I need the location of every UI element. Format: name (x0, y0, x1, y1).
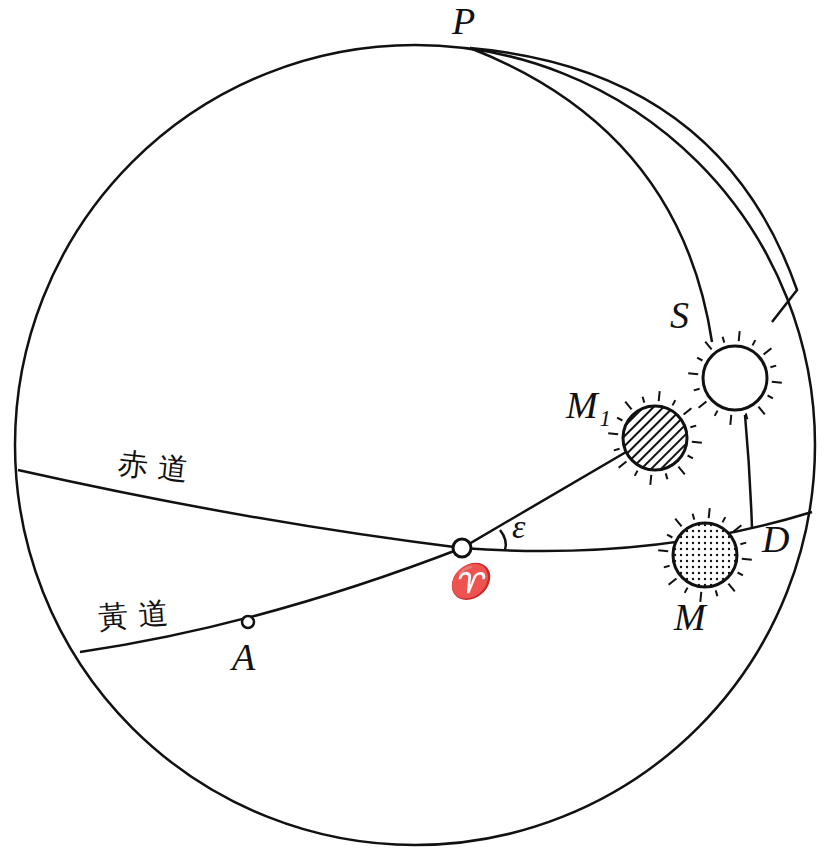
sun-label: S (670, 296, 689, 334)
sun-ray (716, 590, 718, 596)
sun-ray (617, 418, 622, 421)
sun-ray (684, 408, 692, 414)
sun-ray (678, 467, 684, 475)
sun-ray (705, 342, 711, 350)
sun-ray (758, 407, 764, 415)
sun-ray (738, 573, 743, 576)
sun-ray (673, 400, 676, 405)
sun-ray (768, 396, 773, 399)
sun-ray (723, 517, 726, 522)
sun-ray (772, 382, 782, 383)
sun-ray (608, 433, 618, 434)
point-d-label: D (762, 520, 789, 558)
sun-ray (753, 340, 756, 345)
point-a-label: A (232, 638, 255, 676)
sun-ray (688, 373, 698, 374)
sun-ray (728, 584, 734, 592)
pole-label: P (452, 2, 475, 40)
sun-ray (659, 391, 660, 401)
sun-ray (730, 415, 731, 425)
sun-ray (699, 401, 707, 407)
sun-ray (742, 559, 752, 560)
sun-ray (692, 442, 702, 443)
angle-arc (500, 530, 506, 550)
sun-ray (625, 402, 631, 410)
sun-ray (669, 578, 677, 584)
sun-ray (685, 588, 688, 593)
hour-circle-sun (470, 48, 712, 342)
sun-ray (734, 525, 742, 531)
sun-ray (715, 411, 718, 416)
ecliptic-line (80, 438, 650, 652)
sun-ray (666, 473, 668, 479)
hour-circle-right (470, 48, 797, 322)
sun-ray (667, 535, 672, 538)
sun-ray (697, 358, 702, 361)
ecliptic-label: 黃道 (97, 597, 179, 633)
moon-label: M₁ (566, 386, 611, 424)
sun-ray (664, 566, 670, 568)
sun-ray (723, 337, 725, 343)
moon-disc-dotted (673, 523, 737, 587)
sun-ray (740, 543, 746, 545)
sun-disc (703, 346, 767, 410)
equinox-label: ♈ (447, 565, 489, 599)
sun-ray (619, 461, 627, 467)
sun-ray (746, 413, 748, 419)
sphere-outline (15, 45, 815, 845)
sun-ray (739, 331, 740, 341)
sun-ray (688, 456, 693, 459)
moon-disc-hatched (623, 406, 687, 470)
sun-ray (709, 508, 710, 518)
sun-ray (764, 348, 772, 354)
sun-ray (614, 449, 620, 451)
sun-ray (635, 471, 638, 476)
sun-ray (770, 366, 776, 368)
sun-ray (643, 397, 645, 403)
moon-label: M (674, 598, 706, 636)
sun-ray (690, 426, 696, 428)
sun-ray (694, 389, 700, 391)
angle-label: ε (512, 510, 525, 544)
point-a (242, 616, 254, 628)
sun-ray (650, 475, 651, 485)
sun-ray (693, 514, 695, 520)
equator-label: 赤道 (117, 448, 200, 486)
sun-ray (658, 550, 668, 551)
vernal-equinox-point (453, 539, 471, 557)
sun-ray (675, 519, 681, 527)
declination-line (745, 415, 752, 528)
